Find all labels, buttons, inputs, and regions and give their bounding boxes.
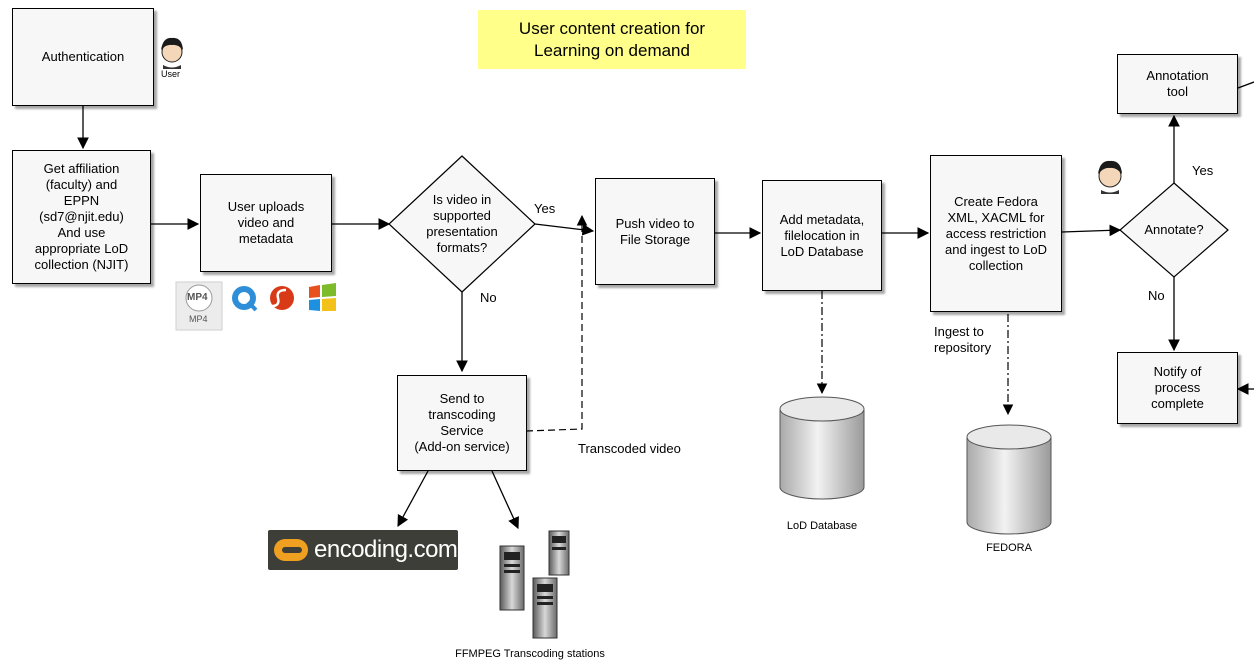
ffmpeg-caption: FFMPEG Transcoding stations [455,648,605,660]
user-avatar-icon [161,37,183,69]
encoding-com-mark [274,539,308,561]
fedora-database-icon [966,424,1052,535]
flash-icon [270,286,294,310]
arrow-transcoding-to-ffmpeg [491,470,519,530]
mp4-caption: MP4 [189,314,208,324]
encoding-com-logo-text: encoding.com [314,536,458,563]
encoding-com-logo: encoding.com [268,530,458,570]
annotation-tool-box: Annotation tool [1117,54,1238,114]
decision-annotate [1119,182,1229,278]
decision-supported-format-label: Is video in supported presentation forma… [426,192,498,255]
diagram-title: User content creation for Learning on de… [478,10,746,69]
yes-annotate-label: Yes [1192,163,1214,178]
get-affiliation-box: Get affiliation (faculty) and EPPN (sd7@… [12,150,151,284]
arrow-transcoded-back-to-push [525,214,588,432]
server-tower-icon-2 [548,530,570,576]
arrow-fedora-to-annotate [1061,224,1122,237]
authentication-box: Authentication [12,8,154,106]
decision-annotate-label: Annotate? [1144,222,1204,237]
yes-supported-label: Yes [534,201,556,216]
windows-media-icon [309,283,336,311]
user-caption: User [161,69,181,79]
send-transcoding-box: Send to transcoding Service (Add-on serv… [397,375,527,471]
notify-box: Notify of process complete [1117,352,1238,424]
mp4-badge-text: MP4 [187,292,208,303]
arrow-decision-yes-to-push [534,223,595,236]
lod-database-caption: LoD Database [786,520,858,532]
lod-database-icon [779,396,865,500]
add-metadata-box: Add metadata, filelocation in LoD Databa… [762,180,882,291]
push-video-box: Push video to File Storage [595,178,715,285]
create-fedora-box: Create Fedora XML, XACML for access rest… [930,155,1062,312]
ingest-to-repository-label: Ingest to repository [934,324,992,355]
decision-supported-format [388,155,536,293]
quicktime-icon [232,286,258,312]
no-supported-label: No [480,290,497,305]
no-annotate-label: No [1148,288,1165,303]
server-tower-icon-3 [532,577,558,639]
fedora-caption: FEDORA [986,542,1032,554]
user-avatar-icon-annotate [1098,160,1122,194]
server-tower-icon [499,545,525,611]
arrow-transcoding-to-encoding [397,470,429,528]
arrow-tool-offscreen [1237,81,1254,89]
user-uploads-box: User uploads video and metadata [200,174,332,272]
transcoded-video-label: Transcoded video [578,441,681,456]
mp4-icon [175,281,223,331]
